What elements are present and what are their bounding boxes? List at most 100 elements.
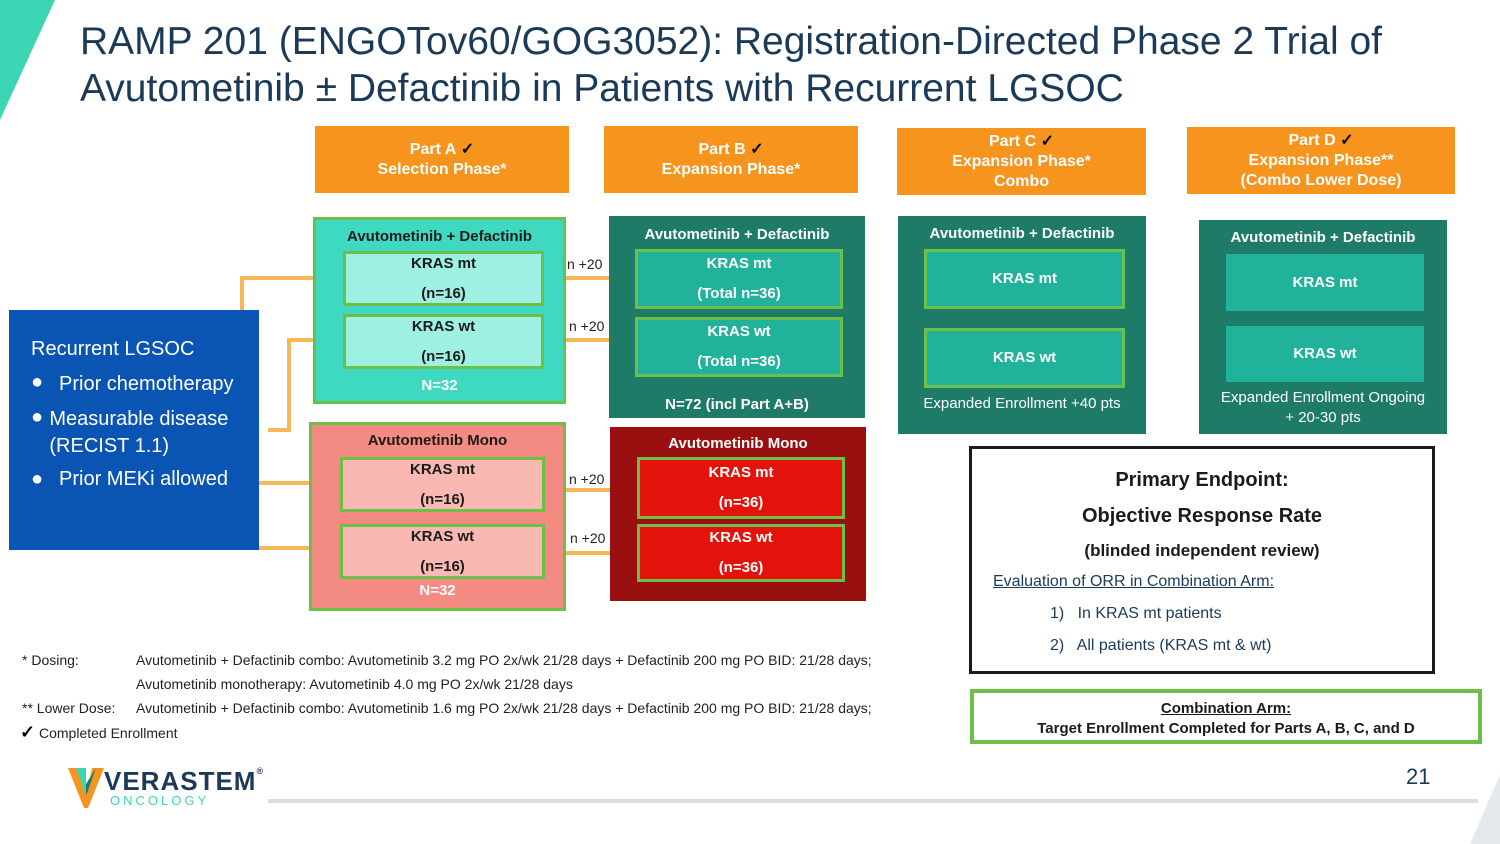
verastem-logo: VERASTEM® ONCOLOGY: [66, 766, 266, 814]
check-icon: ✓: [1340, 131, 1354, 149]
logo-trademark: ®: [256, 766, 265, 776]
cohort-label: KRAS mt: [708, 464, 774, 481]
kras-wt-cohort: KRAS wt (n=36): [637, 524, 845, 582]
cohort-n: (Total n=36): [697, 353, 781, 370]
cohort-n: (n=16): [420, 490, 465, 508]
kras-mt-cohort: KRAS mt (Total n=36): [635, 249, 843, 309]
title-line-1: RAMP 201 (ENGOTov60/GOG3052): Registrati…: [80, 20, 1383, 63]
part-a-subtitle: Selection Phase*: [377, 160, 507, 178]
part-c-arm: Avutometinib + Defactinib KRAS mt KRAS w…: [898, 216, 1146, 434]
cohort-n: (n=16): [421, 284, 466, 302]
population-bullet: Prior chemotherapy: [59, 373, 234, 395]
cohort-label: KRAS wt: [707, 323, 771, 340]
part-c-title: Part C: [989, 132, 1037, 150]
part-c-subtitle-2: Combo: [993, 172, 1050, 190]
cohort-n: (n=16): [421, 347, 466, 365]
slide-title: RAMP 201 (ENGOTov60/GOG3052): Registrati…: [80, 18, 1480, 112]
part-d-arm: Avutometinib + Defactinib KRAS mt KRAS w…: [1199, 220, 1447, 434]
footnote-lower-label: ** Lower Dose:: [22, 700, 116, 716]
arm-label: Avutometinib + Defactinib: [644, 226, 830, 243]
cohort-label: KRAS mt: [410, 254, 476, 272]
kras-wt-cohort: KRAS wt (Total n=36): [635, 317, 843, 377]
arm-total: N=32: [421, 377, 458, 394]
arm-label: Avutometinib + Defactinib: [929, 225, 1115, 242]
logo-name-text: VERASTEM: [104, 766, 257, 796]
part-c-header: Part C ✓ Expansion Phase* Combo: [897, 128, 1146, 195]
cohort-n: (n=16): [420, 557, 465, 575]
arm-label: Avutometinib + Defactinib: [1230, 229, 1416, 246]
arm-label: Avutometinib Mono: [367, 432, 508, 449]
arrow-to-a-combo-mt: [240, 266, 343, 310]
footnote-dosing-1: Avutometinib + Defactinib combo: Avutome…: [136, 652, 872, 668]
footnote-dosing-label: * Dosing:: [22, 652, 79, 668]
part-b-combo-arm: Avutometinib + Defactinib KRAS mt (Total…: [609, 216, 865, 418]
corner-decoration-bottom-right: [1470, 775, 1500, 844]
check-icon: ✓: [20, 722, 36, 742]
arm-label: Avutometinib Mono: [668, 435, 808, 452]
enrollment-note: Expanded Enrollment Ongoing + 20-30 pts: [1199, 388, 1447, 428]
part-d-title: Part D: [1288, 131, 1336, 149]
footnote-completed: ✓ Completed Enrollment: [20, 722, 178, 743]
logo-v-icon: [68, 768, 104, 808]
title-line-2: Avutometinib ± Defactinib in Patients wi…: [80, 67, 1124, 110]
check-icon: ✓: [1040, 132, 1054, 150]
cohort-label: KRAS mt: [1292, 273, 1358, 291]
kras-mt-cohort: KRAS mt (n=16): [343, 251, 544, 306]
part-a-combo-arm: Avutometinib + Defactinib KRAS mt (n=16)…: [313, 217, 566, 404]
arm-total: N=72 (incl Part A+B): [665, 396, 809, 413]
population-bullet: Measurable disease (RECIST 1.1): [49, 408, 229, 457]
cohort-label: KRAS mt: [991, 270, 1057, 287]
footnote-dosing-2: Avutometinib monotherapy: Avutometinib 4…: [136, 676, 573, 692]
part-d-subtitle: Expansion Phase**: [1248, 151, 1394, 169]
kras-wt-cohort: KRAS wt: [924, 328, 1125, 388]
cohort-label: KRAS wt: [411, 317, 476, 335]
bullet-icon: ●: [31, 371, 44, 393]
population-title: Recurrent LGSOC: [31, 338, 195, 360]
endpoint-measure: Objective Response Rate: [1081, 505, 1323, 527]
corner-decoration-top-left: [0, 0, 55, 120]
cohort-label: KRAS mt: [706, 255, 772, 272]
cohort-label: KRAS mt: [409, 460, 475, 478]
combination-arm-box: Combination Arm: Target Enrollment Compl…: [970, 689, 1482, 744]
part-a-header: Part A ✓ Selection Phase*: [315, 126, 569, 193]
arm-label: Avutometinib + Defactinib: [347, 228, 532, 245]
arm-total: N=32: [419, 582, 456, 599]
n20-label: n +20: [567, 256, 603, 272]
check-icon: ✓: [750, 140, 764, 158]
check-icon: ✓: [460, 140, 475, 158]
part-d-header: Part D ✓ Expansion Phase** (Combo Lower …: [1187, 127, 1455, 194]
primary-endpoint-box: Primary Endpoint: Objective Response Rat…: [969, 446, 1435, 674]
enrollment-note-line-2: + 20-30 pts: [1285, 409, 1361, 426]
logo-name: VERASTEM®: [104, 766, 264, 797]
kras-wt-cohort: KRAS wt (n=16): [343, 314, 544, 369]
kras-mt-cohort: KRAS mt: [924, 249, 1125, 309]
population-bullet: Prior MEKi allowed: [59, 468, 228, 490]
cohort-label: KRAS wt: [709, 529, 773, 546]
part-d-subtitle-2: (Combo Lower Dose): [1240, 171, 1402, 189]
part-b-mono-arm: Avutometinib Mono KRAS mt (n=36) KRAS wt…: [610, 427, 866, 601]
bullet-icon: ●: [31, 468, 44, 490]
n20-label: n +20: [570, 530, 606, 546]
part-b-subtitle: Expansion Phase*: [661, 160, 801, 178]
combination-arm-text: Target Enrollment Completed for Parts A,…: [1037, 720, 1415, 737]
evaluation-heading: Evaluation of ORR in Combination Arm:: [993, 573, 1275, 590]
part-a-mono-arm: Avutometinib Mono KRAS mt (n=16) KRAS wt…: [309, 422, 566, 611]
cohort-n: (n=36): [718, 494, 764, 511]
part-b-header: Part B ✓ Expansion Phase*: [604, 126, 858, 193]
combination-arm-title: Combination Arm:: [1160, 700, 1292, 717]
completed-label: Completed Enrollment: [38, 725, 178, 741]
bullet-icon: ●: [31, 406, 44, 428]
kras-wt-cohort: KRAS wt (n=16): [340, 524, 545, 579]
cohort-n: (Total n=36): [697, 285, 781, 302]
enrollment-note: Expanded Enrollment +40 pts: [923, 395, 1121, 412]
n20-label: n +20: [569, 471, 605, 487]
endpoint-review: (blinded independent review): [1084, 541, 1320, 560]
footer-bar: [268, 799, 1478, 803]
evaluation-item: 2) All patients (KRAS mt & wt): [1050, 637, 1272, 654]
endpoint-title: Primary Endpoint:: [1115, 469, 1289, 491]
part-c-subtitle: Expansion Phase*: [952, 152, 1091, 170]
cohort-n: (n=36): [718, 559, 764, 576]
kras-mt-cohort: KRAS mt: [1226, 254, 1424, 311]
n20-label: n +20: [569, 318, 605, 334]
cohort-label: KRAS wt: [410, 527, 475, 545]
